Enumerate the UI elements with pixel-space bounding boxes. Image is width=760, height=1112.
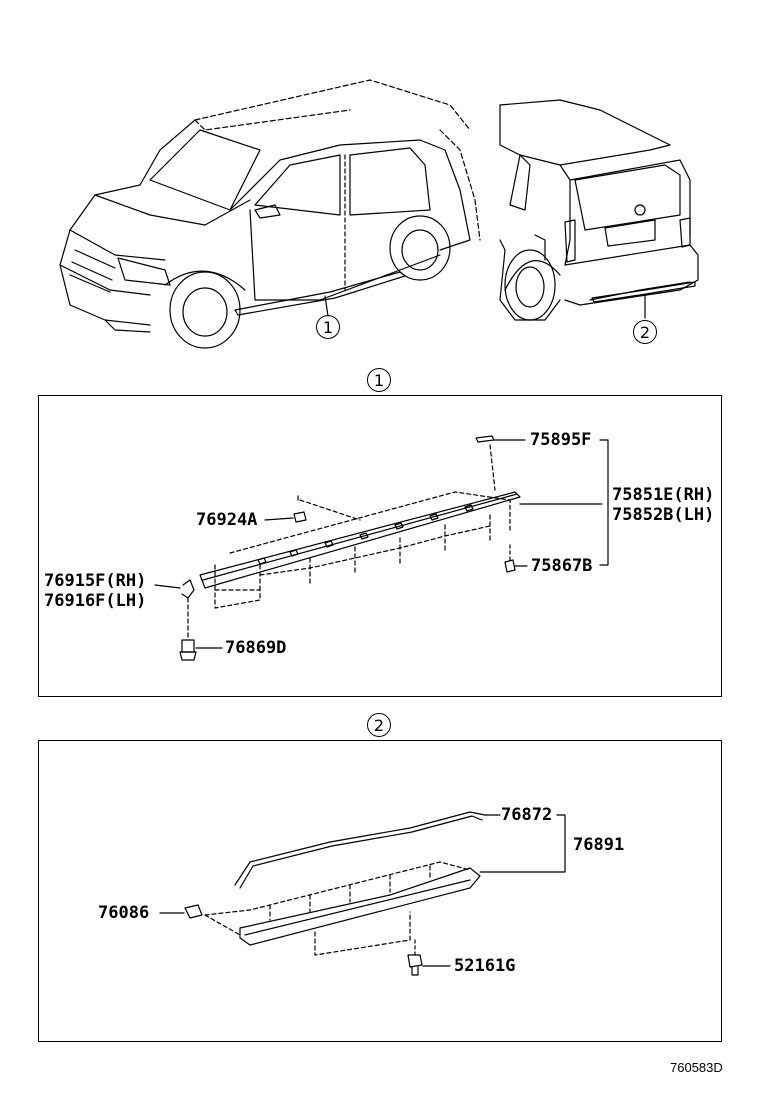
part-label-76086: 76086 bbox=[98, 903, 150, 923]
section2-marker: 2 bbox=[367, 713, 391, 737]
part-label-76869D: 76869D bbox=[225, 638, 287, 658]
part-label-75895F: 75895F bbox=[530, 430, 592, 450]
section1-marker: 1 bbox=[367, 368, 391, 392]
part-label-52161G: 52161G bbox=[454, 956, 516, 976]
part-label-76916F: 76916F(LH) bbox=[44, 591, 147, 611]
part-label-75867B: 75867B bbox=[531, 556, 593, 576]
front-vehicle-illustration bbox=[59, 79, 481, 349]
part-label-76924A: 76924A bbox=[196, 510, 258, 530]
callout-2: 2 bbox=[633, 320, 657, 344]
part-label-76891: 76891 bbox=[573, 835, 625, 855]
part-label-75851E: 75851E(RH) bbox=[612, 485, 715, 505]
part-label-75852B: 75852B(LH) bbox=[612, 505, 715, 525]
part-label-76915F: 76915F(RH) bbox=[44, 571, 147, 591]
section2-linework bbox=[159, 811, 566, 976]
rear-vehicle-illustration bbox=[499, 99, 699, 321]
section2-panel bbox=[38, 740, 722, 1042]
part-label-76872: 76872 bbox=[501, 805, 553, 825]
section1-panel bbox=[38, 395, 722, 697]
section1-linework bbox=[154, 435, 609, 661]
callout-1: 1 bbox=[316, 315, 340, 339]
drawing-code: 760583D bbox=[670, 1060, 723, 1075]
